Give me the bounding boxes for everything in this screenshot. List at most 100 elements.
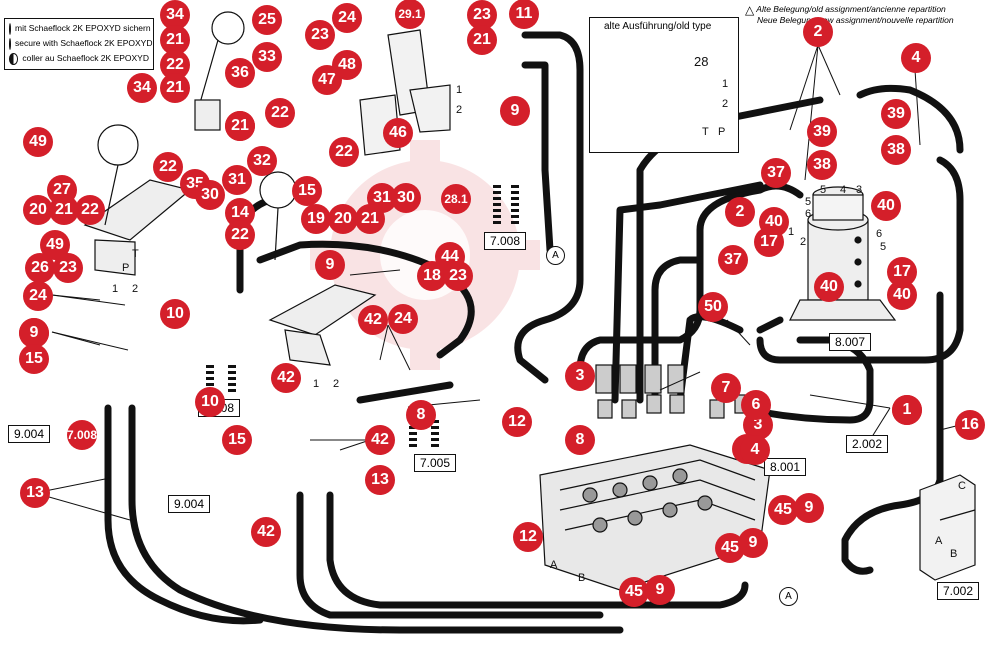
joint-port-mark: 2 <box>800 236 807 248</box>
part-callout: 48 <box>332 50 362 80</box>
ref-box: 8.007 <box>829 333 872 351</box>
part-callout: 2 <box>803 17 833 47</box>
switch-port-label: B <box>950 548 958 560</box>
part-callout: 17 <box>887 257 917 287</box>
ref-box: 7.002 <box>937 582 980 600</box>
hose-13-left <box>128 404 624 634</box>
legend-row-de: mit Schaeflock 2K EPOXYD sichern <box>15 23 151 33</box>
hose-2 <box>576 182 804 374</box>
part-callout: 8 <box>565 425 595 455</box>
part-callout: 26 <box>25 253 55 283</box>
part-callout: 30 <box>391 183 421 213</box>
part-callout: 21 <box>49 195 79 225</box>
ref-box: 8.001 <box>764 458 807 476</box>
part-callout: 12 <box>502 407 532 437</box>
joint-port-mark: 5 <box>805 196 812 208</box>
joint-port-mark: 4 <box>840 184 847 196</box>
part-callout: 50 <box>698 292 728 322</box>
inset-title: alte Ausführung/old type <box>604 21 712 32</box>
pedal-port-label: T <box>132 248 139 260</box>
part-callout: 18 <box>417 261 447 291</box>
part-callout: 7.008 <box>67 420 97 450</box>
pin-label: 1 <box>722 78 729 90</box>
half-circle-icon <box>9 22 11 35</box>
port-number: 1 <box>313 378 320 390</box>
part-callout: 3 <box>565 361 595 391</box>
legend-row-fr: coller au Schaeflock 2K EPOXYD <box>22 53 149 63</box>
part-callout: 24 <box>332 3 362 33</box>
control-valve-block <box>539 444 771 591</box>
part-callout: 37 <box>761 158 791 188</box>
part-callout: 21 <box>355 204 385 234</box>
port-number: 1 <box>112 283 119 295</box>
part-callout: 20 <box>23 195 53 225</box>
port-number: 2 <box>132 283 139 295</box>
part-callout: 6 <box>741 390 771 420</box>
part-callout: 15 <box>222 425 252 455</box>
part-callout: 25 <box>252 5 282 35</box>
part-callout: 46 <box>383 118 413 148</box>
port-a-marker: A <box>779 587 798 606</box>
part-callout: 23 <box>305 20 335 50</box>
part-callout: 23 <box>53 253 83 283</box>
ref-box: 9.004 <box>8 425 51 443</box>
part-callout: 32 <box>247 146 277 176</box>
part-callout: 36 <box>225 58 255 88</box>
ref-box: 7.008 <box>484 232 527 250</box>
pin-label: 2 <box>722 98 729 110</box>
part-callout: 38 <box>807 150 837 180</box>
port-number: 2 <box>333 378 340 390</box>
joint-port-mark: 1 <box>788 226 795 238</box>
legend-row-en: secure with Schaeflock 2K EPOXYD <box>15 38 153 48</box>
part-callout: 21 <box>160 73 190 103</box>
port-number: 1 <box>456 84 463 96</box>
part-callout: 22 <box>153 152 183 182</box>
part-callout: 17 <box>754 227 784 257</box>
part-callout: 9 <box>500 96 530 126</box>
part-callout: 22 <box>265 98 295 128</box>
part-callout: 7 <box>711 373 741 403</box>
part-callout: 34 <box>127 73 157 103</box>
pin-label: P <box>718 126 726 138</box>
part-callout: 21 <box>225 111 255 141</box>
part-callout: 40 <box>871 191 901 221</box>
part-callout: 4 <box>740 435 770 465</box>
part-callout: 13 <box>20 478 50 508</box>
part-callout: 49 <box>23 127 53 157</box>
ref-box: 9.004 <box>168 495 211 513</box>
part-callout: 13 <box>365 465 395 495</box>
part-callout: 33 <box>252 42 282 72</box>
port-a-marker: A <box>546 246 565 265</box>
part-callout: 49 <box>40 230 70 260</box>
part-callout: 42 <box>251 517 281 547</box>
part-callout: 42 <box>365 425 395 455</box>
part-callout: 8 <box>406 400 436 430</box>
port-number: 2 <box>456 104 463 116</box>
rotary-joint <box>789 186 897 321</box>
valve-fittings <box>595 364 750 419</box>
part-callout: 9 <box>794 493 824 523</box>
pedal-port-label: P <box>122 262 130 274</box>
part-callout: 24 <box>388 304 418 334</box>
part-callout: 9 <box>315 250 345 280</box>
ref-box: 7.005 <box>414 454 457 472</box>
joint-port-mark: 6 <box>876 228 883 240</box>
half-circle-icon <box>9 37 11 50</box>
part-callout: 19 <box>301 204 331 234</box>
joint-port-mark: 3 <box>856 184 863 196</box>
part-callout: 12 <box>513 522 543 552</box>
new-assignment-note: Neue Belegung/new assignment/nouvelle re… <box>757 14 954 25</box>
part-callout: 2 <box>725 197 755 227</box>
part-callout: 9 <box>645 575 675 605</box>
valve-port-label: B <box>578 572 586 584</box>
part-callout: 10 <box>160 299 190 329</box>
part-callout: 37 <box>718 245 748 275</box>
part-callout: 22 <box>75 195 105 225</box>
pedal-unit-center <box>259 171 377 366</box>
part-callout: 42 <box>358 305 388 335</box>
part-callout: 39 <box>807 117 837 147</box>
pressure-switch-7-002 <box>919 474 976 581</box>
part-callout: 28.1 <box>441 184 471 214</box>
